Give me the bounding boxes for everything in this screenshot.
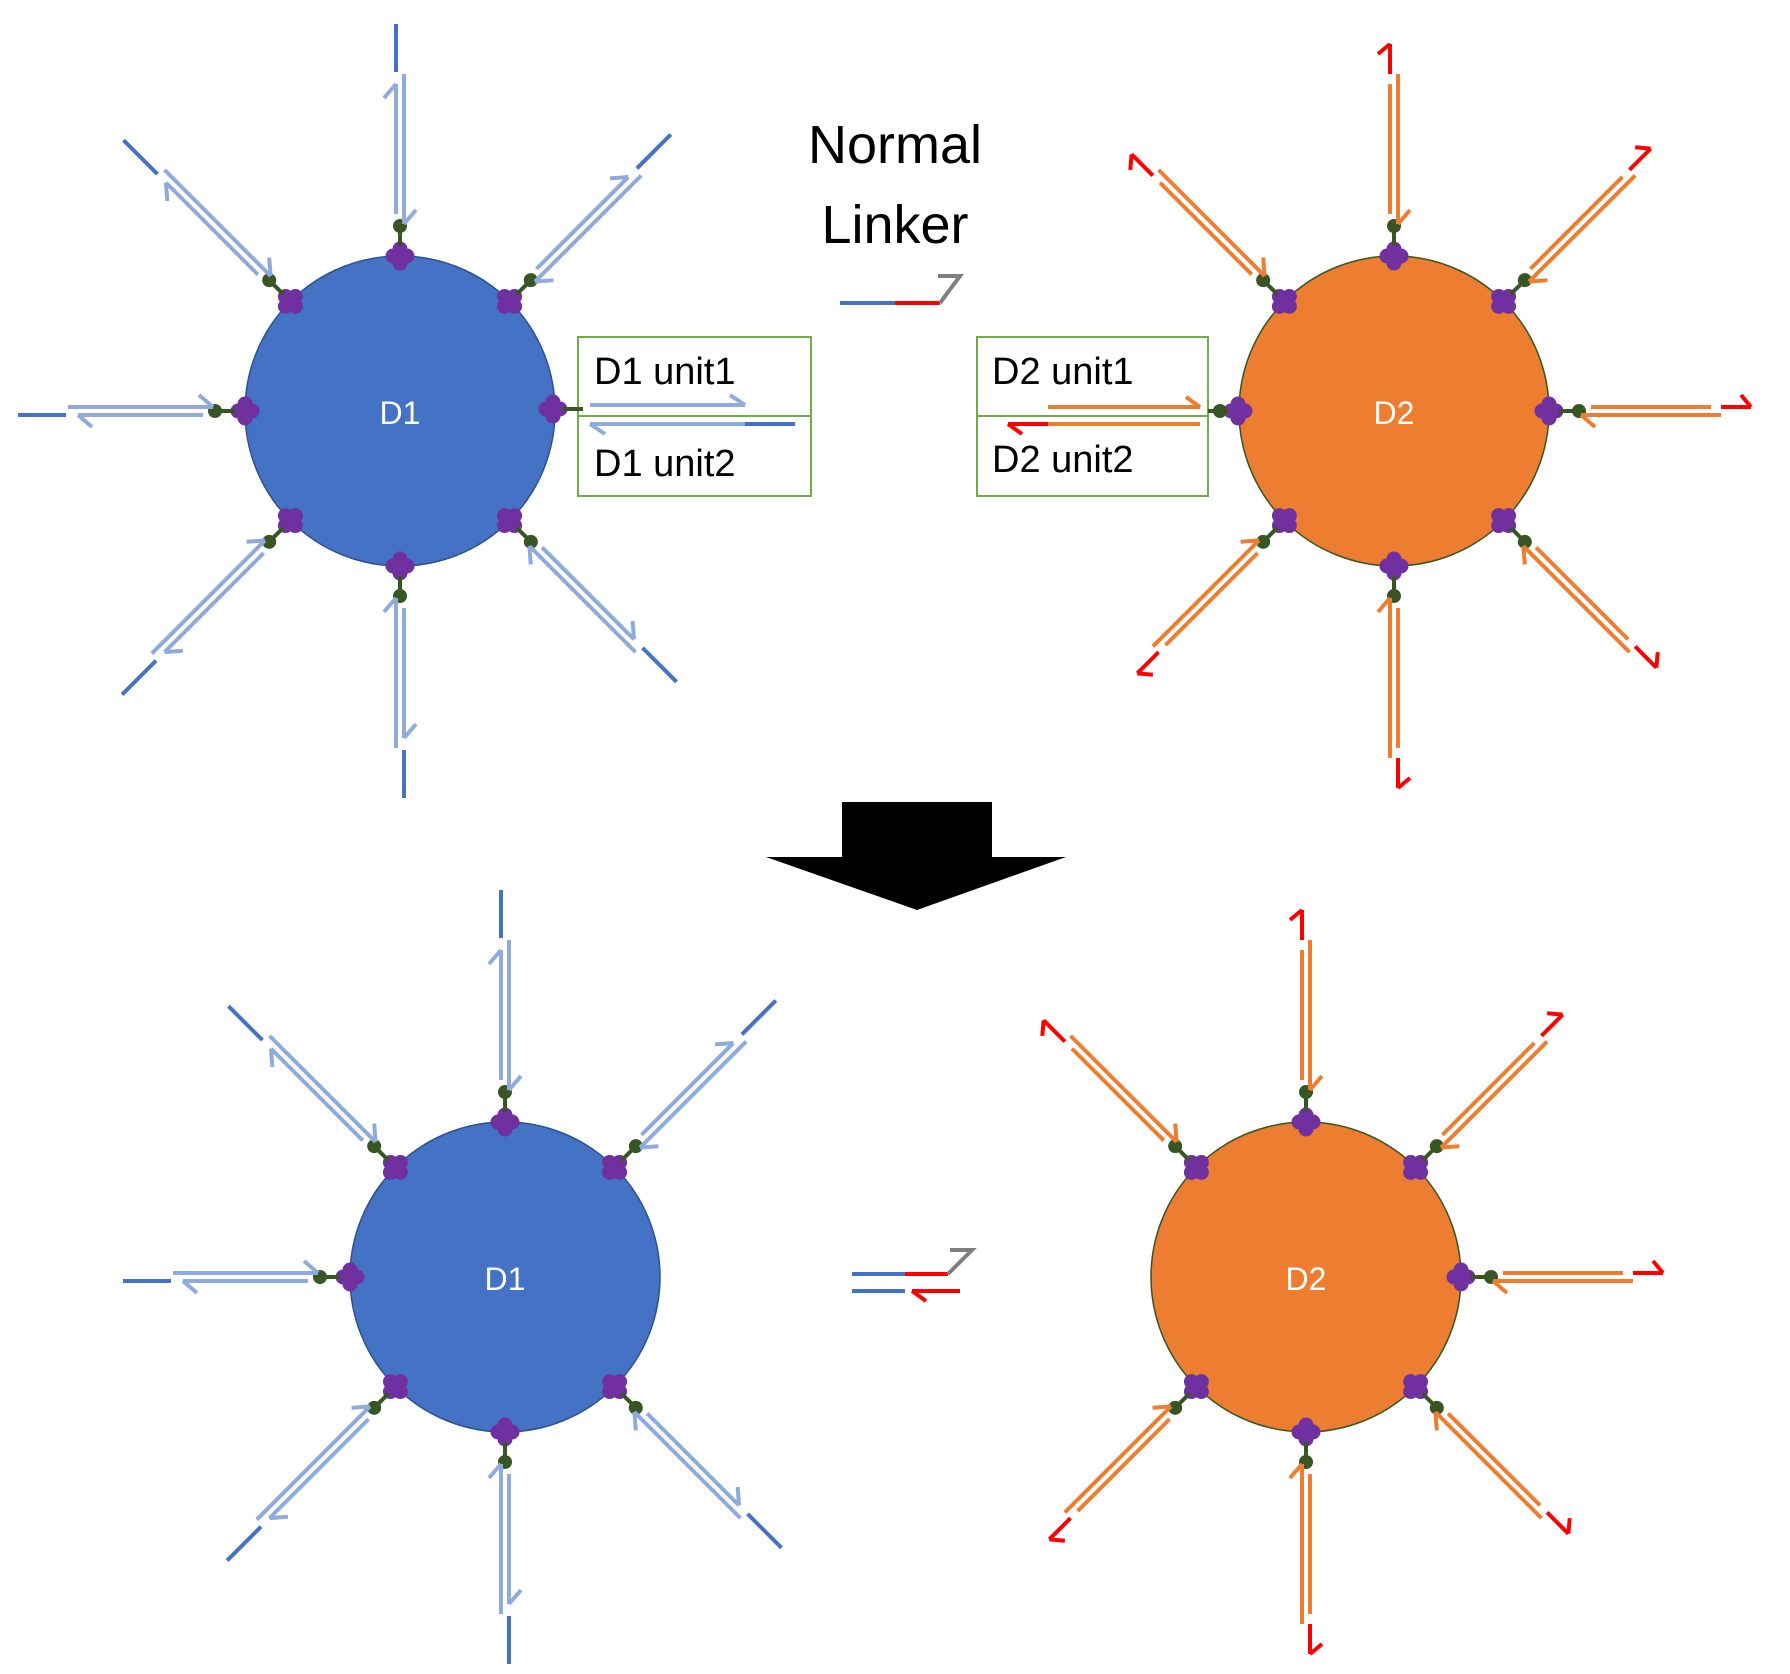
d1-unit2-label: D1 unit2: [594, 443, 736, 485]
streptavidin-clover-icon: [490, 1107, 520, 1137]
anchor-dot-icon: [523, 534, 538, 549]
anchor-dot-icon: [1429, 1400, 1444, 1415]
streptavidin-clover-icon: [1223, 396, 1253, 426]
d1-unit2-box: [577, 415, 812, 497]
anchor-dot-icon: [1168, 1139, 1183, 1154]
title-normal: Normal: [808, 115, 982, 175]
bottom-d1-label: D1: [485, 1261, 526, 1297]
d1-strand-spoke: [382, 551, 418, 798]
d2-strand-spoke: [1047, 1374, 1209, 1543]
streptavidin-clover-icon: [602, 1374, 628, 1400]
d2-strand-spoke: [1446, 1259, 1665, 1295]
top-d2-label: D2: [1374, 395, 1415, 431]
normal-linker-icon: [840, 274, 964, 305]
d1-strand-spoke: [497, 508, 678, 684]
bottom-d1-particle-group: [123, 890, 783, 1664]
anchor-dot-icon: [1256, 273, 1271, 288]
d2-strand-spoke: [1491, 145, 1653, 314]
title-linker: Linker: [821, 195, 968, 255]
anchor-dot-icon: [523, 273, 538, 288]
d2-strand-spoke: [1288, 908, 1324, 1137]
d1-strand-spoke: [123, 1259, 365, 1295]
d2-strand-spoke: [1534, 393, 1753, 429]
streptavidin-clover-icon: [1183, 1154, 1209, 1180]
d1-strand-spoke: [122, 138, 303, 314]
d2-strand-spoke: [1376, 551, 1412, 790]
bridge-linker: [852, 1248, 977, 1303]
streptavidin-clover-icon: [385, 241, 415, 271]
streptavidin-clover-icon: [1291, 1417, 1321, 1447]
streptavidin-clover-icon: [497, 508, 523, 534]
streptavidin-clover-icon: [1271, 288, 1297, 314]
streptavidin-clover-icon: [277, 288, 303, 314]
down-arrow-icon: [766, 802, 1066, 910]
d1-strand-spoke: [487, 890, 523, 1137]
anchor-dot-icon: [262, 273, 277, 288]
streptavidin-clover-icon: [1534, 396, 1564, 426]
streptavidin-clover-icon: [538, 394, 568, 424]
d1-unit1-label: D1 unit1: [594, 351, 736, 393]
anchor-dot-icon: [1213, 404, 1227, 418]
streptavidin-clover-icon: [1403, 1154, 1429, 1180]
top-d1-label: D1: [380, 395, 421, 431]
d1-strand-spoke: [602, 1374, 783, 1550]
d1-strand-spoke: [225, 1374, 408, 1562]
streptavidin-clover-icon: [335, 1262, 365, 1292]
d1-strand-spoke: [227, 1004, 408, 1180]
d2-unit2-box: [976, 415, 1209, 497]
d1-strand-spoke: [120, 508, 303, 696]
anchor-dot-icon: [1517, 534, 1532, 549]
d2-strand-spoke: [1128, 152, 1297, 314]
bottom-d2-label: D2: [1286, 1261, 1327, 1297]
d1-strand-spoke: [497, 133, 673, 314]
d2-unit2-label: D2 unit2: [992, 439, 1134, 481]
anchor-dot-icon: [1429, 1139, 1444, 1154]
anchor-dot-icon: [367, 1400, 382, 1415]
bridge-gray-hinge: [946, 1248, 977, 1276]
bottom-d2-particle-group: [1040, 908, 1665, 1656]
top-d1-particle-group: [18, 24, 678, 798]
anchor-dot-icon: [1168, 1400, 1183, 1415]
d2-strand-spoke: [1403, 1011, 1565, 1180]
anchor-dot-icon: [628, 1400, 643, 1415]
anchor-dot-icon: [367, 1139, 382, 1154]
streptavidin-clover-icon: [1379, 241, 1409, 271]
d2-strand-spoke: [1040, 1018, 1209, 1180]
d2-strand-spoke: [1491, 508, 1660, 670]
anchor-dot-icon: [1517, 273, 1532, 288]
streptavidin-clover-icon: [490, 1417, 520, 1447]
d1-strand-spoke: [487, 1417, 523, 1664]
d1-strand-spoke: [602, 999, 778, 1180]
streptavidin-clover-icon: [230, 396, 260, 426]
d2-strand-spoke: [1403, 1374, 1572, 1536]
streptavidin-clover-icon: [1446, 1262, 1476, 1292]
d1-strand-spoke: [382, 24, 418, 271]
d2-strand-spoke: [1288, 1417, 1324, 1656]
streptavidin-clover-icon: [382, 1374, 408, 1400]
streptavidin-clover-icon: [1379, 551, 1409, 581]
anchor-dot-icon: [1256, 534, 1271, 549]
d2-strand-spoke: [1376, 42, 1412, 271]
anchor-dot-icon: [262, 534, 277, 549]
d1-strand-spoke: [18, 393, 260, 429]
anchor-dot-icon: [628, 1139, 643, 1154]
streptavidin-clover-icon: [1291, 1107, 1321, 1137]
d2-strand-spoke: [1135, 508, 1297, 677]
streptavidin-clover-icon: [602, 1154, 628, 1180]
unit-strands: [538, 393, 1253, 436]
d2-unit1-label: D2 unit1: [992, 351, 1134, 393]
top-d2-particle-group: [1128, 42, 1753, 790]
streptavidin-clover-icon: [385, 551, 415, 581]
streptavidin-clover-icon: [1183, 1374, 1209, 1400]
